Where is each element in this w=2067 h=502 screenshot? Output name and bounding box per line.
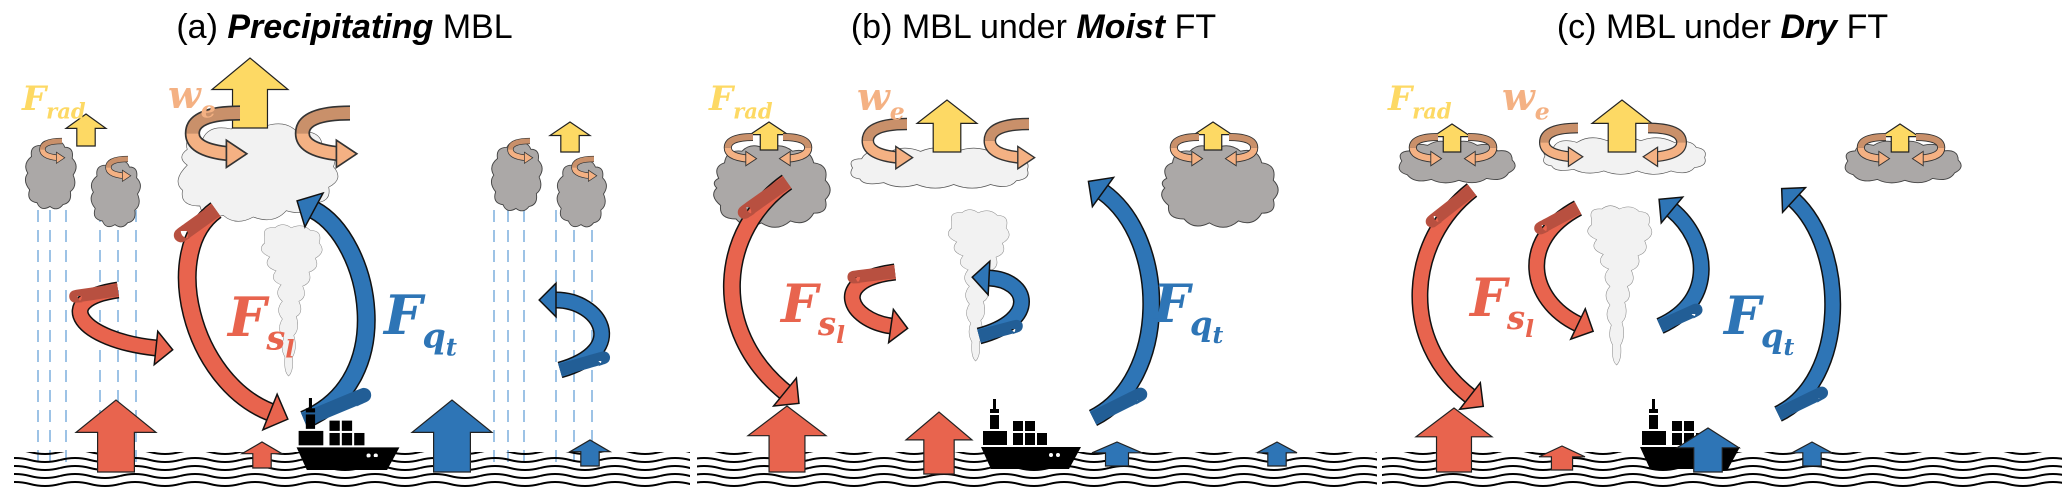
heat-recirc-arrow xyxy=(1528,200,1595,341)
entrainment-curl-icon xyxy=(723,132,758,167)
label-fqt: Fqt xyxy=(1722,286,1794,361)
radiation-arrow-icon xyxy=(1431,123,1473,153)
panel-b-title-suffix: FT xyxy=(1165,8,1217,46)
entrainment-curl-icon xyxy=(983,117,1036,171)
radiation-arrow-icon xyxy=(548,121,592,153)
radiation-arrow-icon xyxy=(915,99,979,153)
entrainment-curl-icon xyxy=(1463,132,1498,167)
radiation-arrow-icon xyxy=(64,113,108,147)
entrainment-curl-icon xyxy=(1856,132,1891,167)
panel-c-title-prefix: (c) MBL under xyxy=(1556,8,1781,46)
entrainment-curl-icon xyxy=(184,105,249,169)
label-frad: Frad xyxy=(1387,79,1452,124)
panel-c-title: (c) MBL under Dry FT xyxy=(1378,8,2067,47)
entrainment-curl-icon xyxy=(1169,132,1204,167)
radiation-arrow-icon xyxy=(210,57,290,129)
entrainment-curl-icon xyxy=(1408,132,1443,167)
heat-recirc-arrow xyxy=(843,263,909,345)
heat-flux-arrow xyxy=(722,174,800,407)
surface-heat-flux-arrow xyxy=(904,411,974,475)
precip-cloud xyxy=(556,160,607,228)
entrainment-curl-icon xyxy=(507,137,534,165)
panel-c-title-emphasis: Dry xyxy=(1780,8,1838,46)
label-we: we xyxy=(1502,74,1550,126)
panel-a-title-emphasis: Precipitating xyxy=(227,8,434,46)
entrainment-curl-icon xyxy=(778,132,813,167)
moisture-flux-arrow xyxy=(296,191,376,429)
moisture-flux-arrow xyxy=(1773,186,1842,422)
radiation-arrow-icon xyxy=(1879,123,1921,153)
panel-b-title-emphasis: Moist xyxy=(1076,8,1166,46)
label-fsl: Fsl xyxy=(1468,268,1534,343)
surface-moisture-flux-arrow xyxy=(410,399,494,473)
precip-cloud xyxy=(24,140,77,210)
surface-heat-flux-arrow xyxy=(1538,445,1586,471)
surface-moisture-flux-arrow xyxy=(1674,427,1742,473)
entrainment-curl-icon xyxy=(39,137,66,165)
heat-flux-arrow xyxy=(173,202,289,432)
entrainment-curl-icon xyxy=(1538,122,1584,168)
label-fqt: Fqt xyxy=(382,283,457,362)
heat-recirc-arrow xyxy=(69,281,174,367)
ocean-waves xyxy=(697,452,1377,488)
moisture-recirc-arrow xyxy=(538,281,611,379)
radiation-arrow-icon xyxy=(1590,99,1654,153)
surface-moisture-flux-arrow xyxy=(1256,441,1298,467)
surface-moisture-flux-arrow xyxy=(567,439,613,467)
panel-b-title: (b) MBL under Moist FT xyxy=(689,8,1378,47)
surface-moisture-flux-arrow xyxy=(1791,441,1833,467)
panel-a-title-prefix: (a) xyxy=(176,8,228,46)
panel-c-title-suffix: FT xyxy=(1837,8,1889,46)
entrainment-curl-icon xyxy=(861,117,914,171)
moisture-recirc-arrow xyxy=(1656,196,1710,334)
surface-heat-flux-arrow xyxy=(1414,407,1494,473)
precip-cloud xyxy=(90,160,141,228)
surface-heat-flux-arrow xyxy=(74,399,158,473)
radiation-arrow-icon xyxy=(748,121,790,151)
entrainment-curl-icon xyxy=(1224,132,1259,167)
label-frad: Frad xyxy=(21,79,86,124)
heat-flux-arrow xyxy=(1411,183,1485,411)
label-we: we xyxy=(168,72,216,124)
panel-b-title-prefix: (b) MBL under xyxy=(850,8,1077,46)
entrainment-curl-icon xyxy=(105,155,132,183)
radiation-arrow-icon xyxy=(1192,121,1234,151)
surface-heat-flux-arrow xyxy=(239,441,285,469)
label-fsl: Fsl xyxy=(226,285,294,364)
entrainment-curl-icon xyxy=(1642,122,1688,168)
entrainment-curl-icon xyxy=(294,105,359,169)
moisture-recirc-arrow xyxy=(971,259,1030,345)
panel-a-title: (a) Precipitating MBL xyxy=(0,8,689,47)
surface-heat-flux-arrow xyxy=(746,405,828,473)
label-frad: Frad xyxy=(708,79,773,124)
panel-a-title-suffix: MBL xyxy=(433,8,513,46)
surface-moisture-flux-arrow xyxy=(1091,441,1143,467)
label-fsl: Fsl xyxy=(779,274,845,349)
label-we: we xyxy=(857,74,905,126)
moisture-flux-arrow xyxy=(1087,176,1161,427)
entrainment-curl-icon xyxy=(1911,132,1946,167)
entrainment-curl-icon xyxy=(571,155,598,183)
label-fqt: Fqt xyxy=(1151,274,1223,349)
ship-plume xyxy=(1587,205,1653,366)
